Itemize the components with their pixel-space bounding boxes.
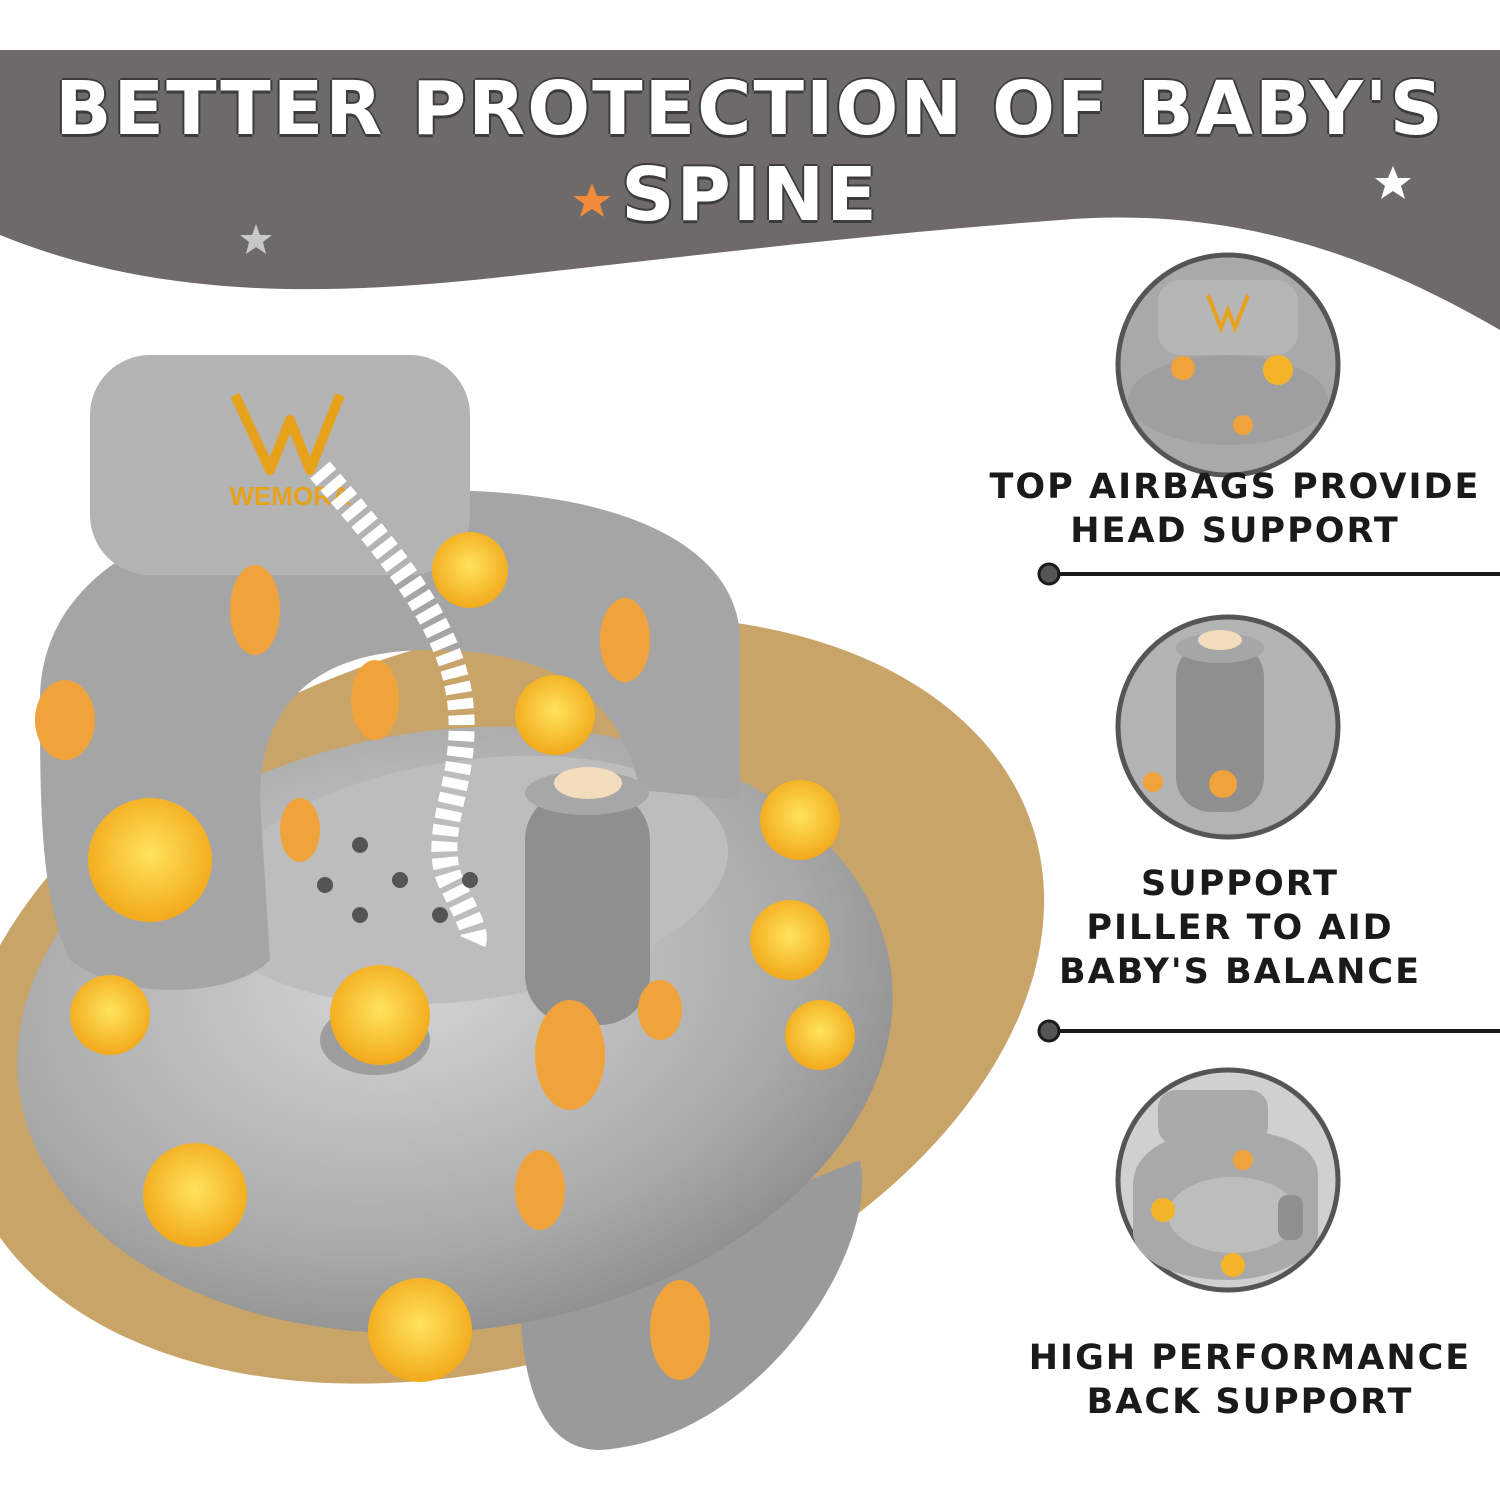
feature-image-full-seat — [1115, 1067, 1341, 1293]
banner-wave — [0, 50, 1500, 330]
feature-caption-headrest: TOP AIRBAGS PROVIDE HEAD SUPPORT — [970, 465, 1500, 553]
cat-print-decorations — [35, 565, 710, 1380]
headline: BETTER PROTECTION OF BABY'S SPINE — [55, 66, 1445, 238]
feature-caption-pillar: SUPPORT PILLER TO AID BABY'S BALANCE — [975, 862, 1500, 994]
brand-logo-icon — [230, 392, 345, 475]
feature-caption-line: HIGH PERFORMANCE — [1028, 1338, 1472, 1378]
star-orange-icon — [573, 183, 611, 217]
baby-seat-product-image: WEMORA — [17, 355, 893, 1450]
star-white-icon — [1375, 166, 1411, 199]
feature-caption-line: BACK SUPPORT — [1086, 1382, 1414, 1422]
star-gray-icon — [240, 224, 272, 254]
feature-caption-line: PILLER TO AID — [1086, 908, 1394, 948]
feature-caption-line: HEAD SUPPORT — [1070, 511, 1400, 551]
feature-caption-line: BABY'S BALANCE — [1058, 952, 1422, 992]
feature-image-headrest — [1115, 252, 1341, 478]
sun-print-decorations — [70, 532, 855, 1382]
spine-illustration — [310, 461, 487, 957]
feature-caption-line: SUPPORT — [1141, 864, 1339, 904]
feature-divider-1 — [1037, 562, 1500, 586]
feature-image-pillar — [1115, 614, 1341, 840]
feature-caption-back-support: HIGH PERFORMANCE BACK SUPPORT — [1000, 1336, 1500, 1424]
feature-caption-line: TOP AIRBAGS PROVIDE — [989, 467, 1481, 507]
feature-divider-2 — [1037, 1019, 1500, 1043]
